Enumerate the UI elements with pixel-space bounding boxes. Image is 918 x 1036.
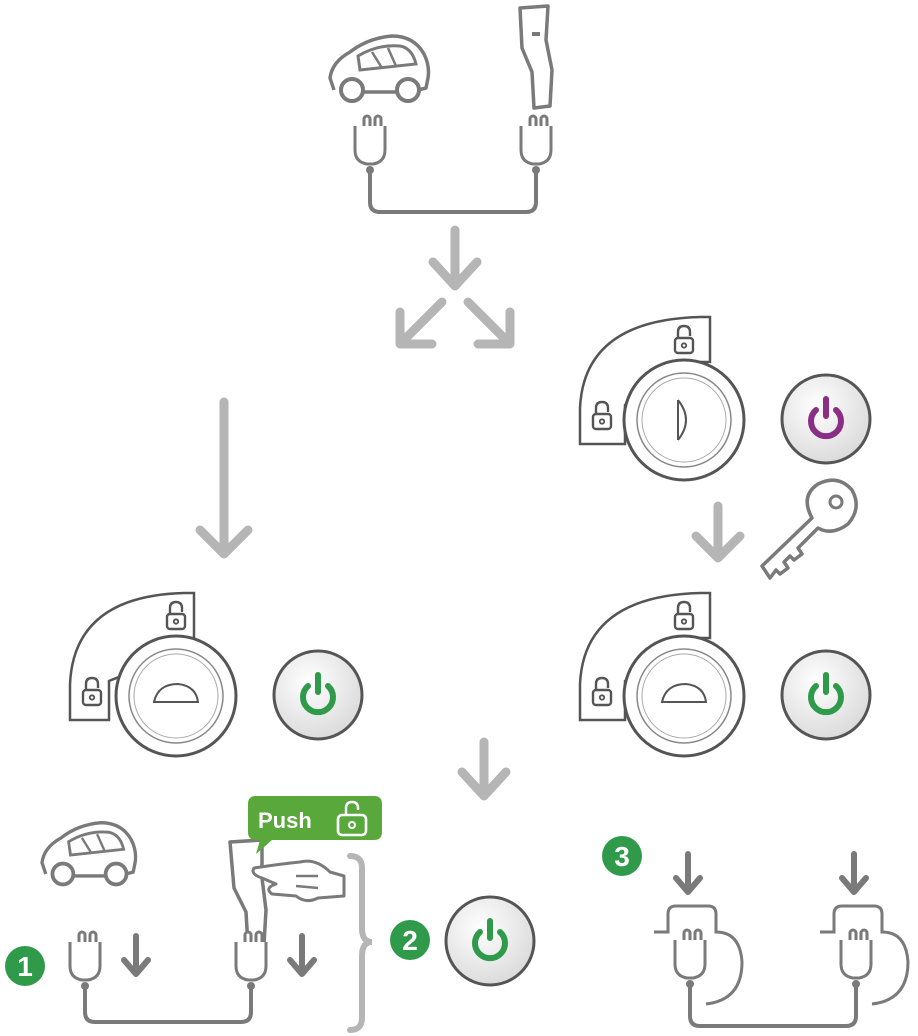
key-icon [760,478,858,580]
step-1-unplug: 1 Push [5,796,382,1024]
arrow-down-icon [290,936,314,974]
plug-icon [68,930,102,992]
branch-arrows [395,225,515,349]
key-switch-unlocked-left [68,591,238,758]
arrow-down-long [195,397,253,559]
top-connection [328,4,554,214]
key-switch-unlocked-right [578,591,746,758]
step-badge-3: 3 [602,836,642,876]
charger-handle-icon [518,4,554,110]
arrow-down-icon [124,936,148,974]
charger-handle-icon [228,838,268,948]
step-3-plug: 3 [602,836,910,1028]
padlock-open-icon [336,800,368,837]
power-button-green[interactable] [274,651,362,739]
svg-text:1: 1 [17,951,33,982]
arrow-down-short [691,501,745,563]
push-callout: Push [248,796,382,854]
svg-text:3: 3 [614,841,630,872]
plug-icon [353,114,387,176]
socket-icon [820,904,910,1006]
plug-icon [519,114,553,176]
car-icon [40,820,138,887]
plug-icon [839,928,873,990]
power-button-green[interactable] [446,897,534,985]
svg-text:2: 2 [402,925,418,956]
arrow-down-icon [676,854,700,892]
socket-icon [654,904,744,1006]
push-label: Push [258,808,312,833]
plug-icon [234,930,268,992]
power-button-purple[interactable] [782,375,870,463]
hand-icon [251,859,346,903]
key-switch-locked [578,315,746,482]
arrow-down-icon [842,854,866,892]
car-icon [328,34,431,103]
brace [347,853,373,1033]
step-badge-2: 2 [390,920,430,960]
arrow-down-center [457,737,511,801]
plug-icon [673,928,707,990]
step-badge-1: 1 [5,946,45,986]
power-button-green[interactable] [782,651,870,739]
